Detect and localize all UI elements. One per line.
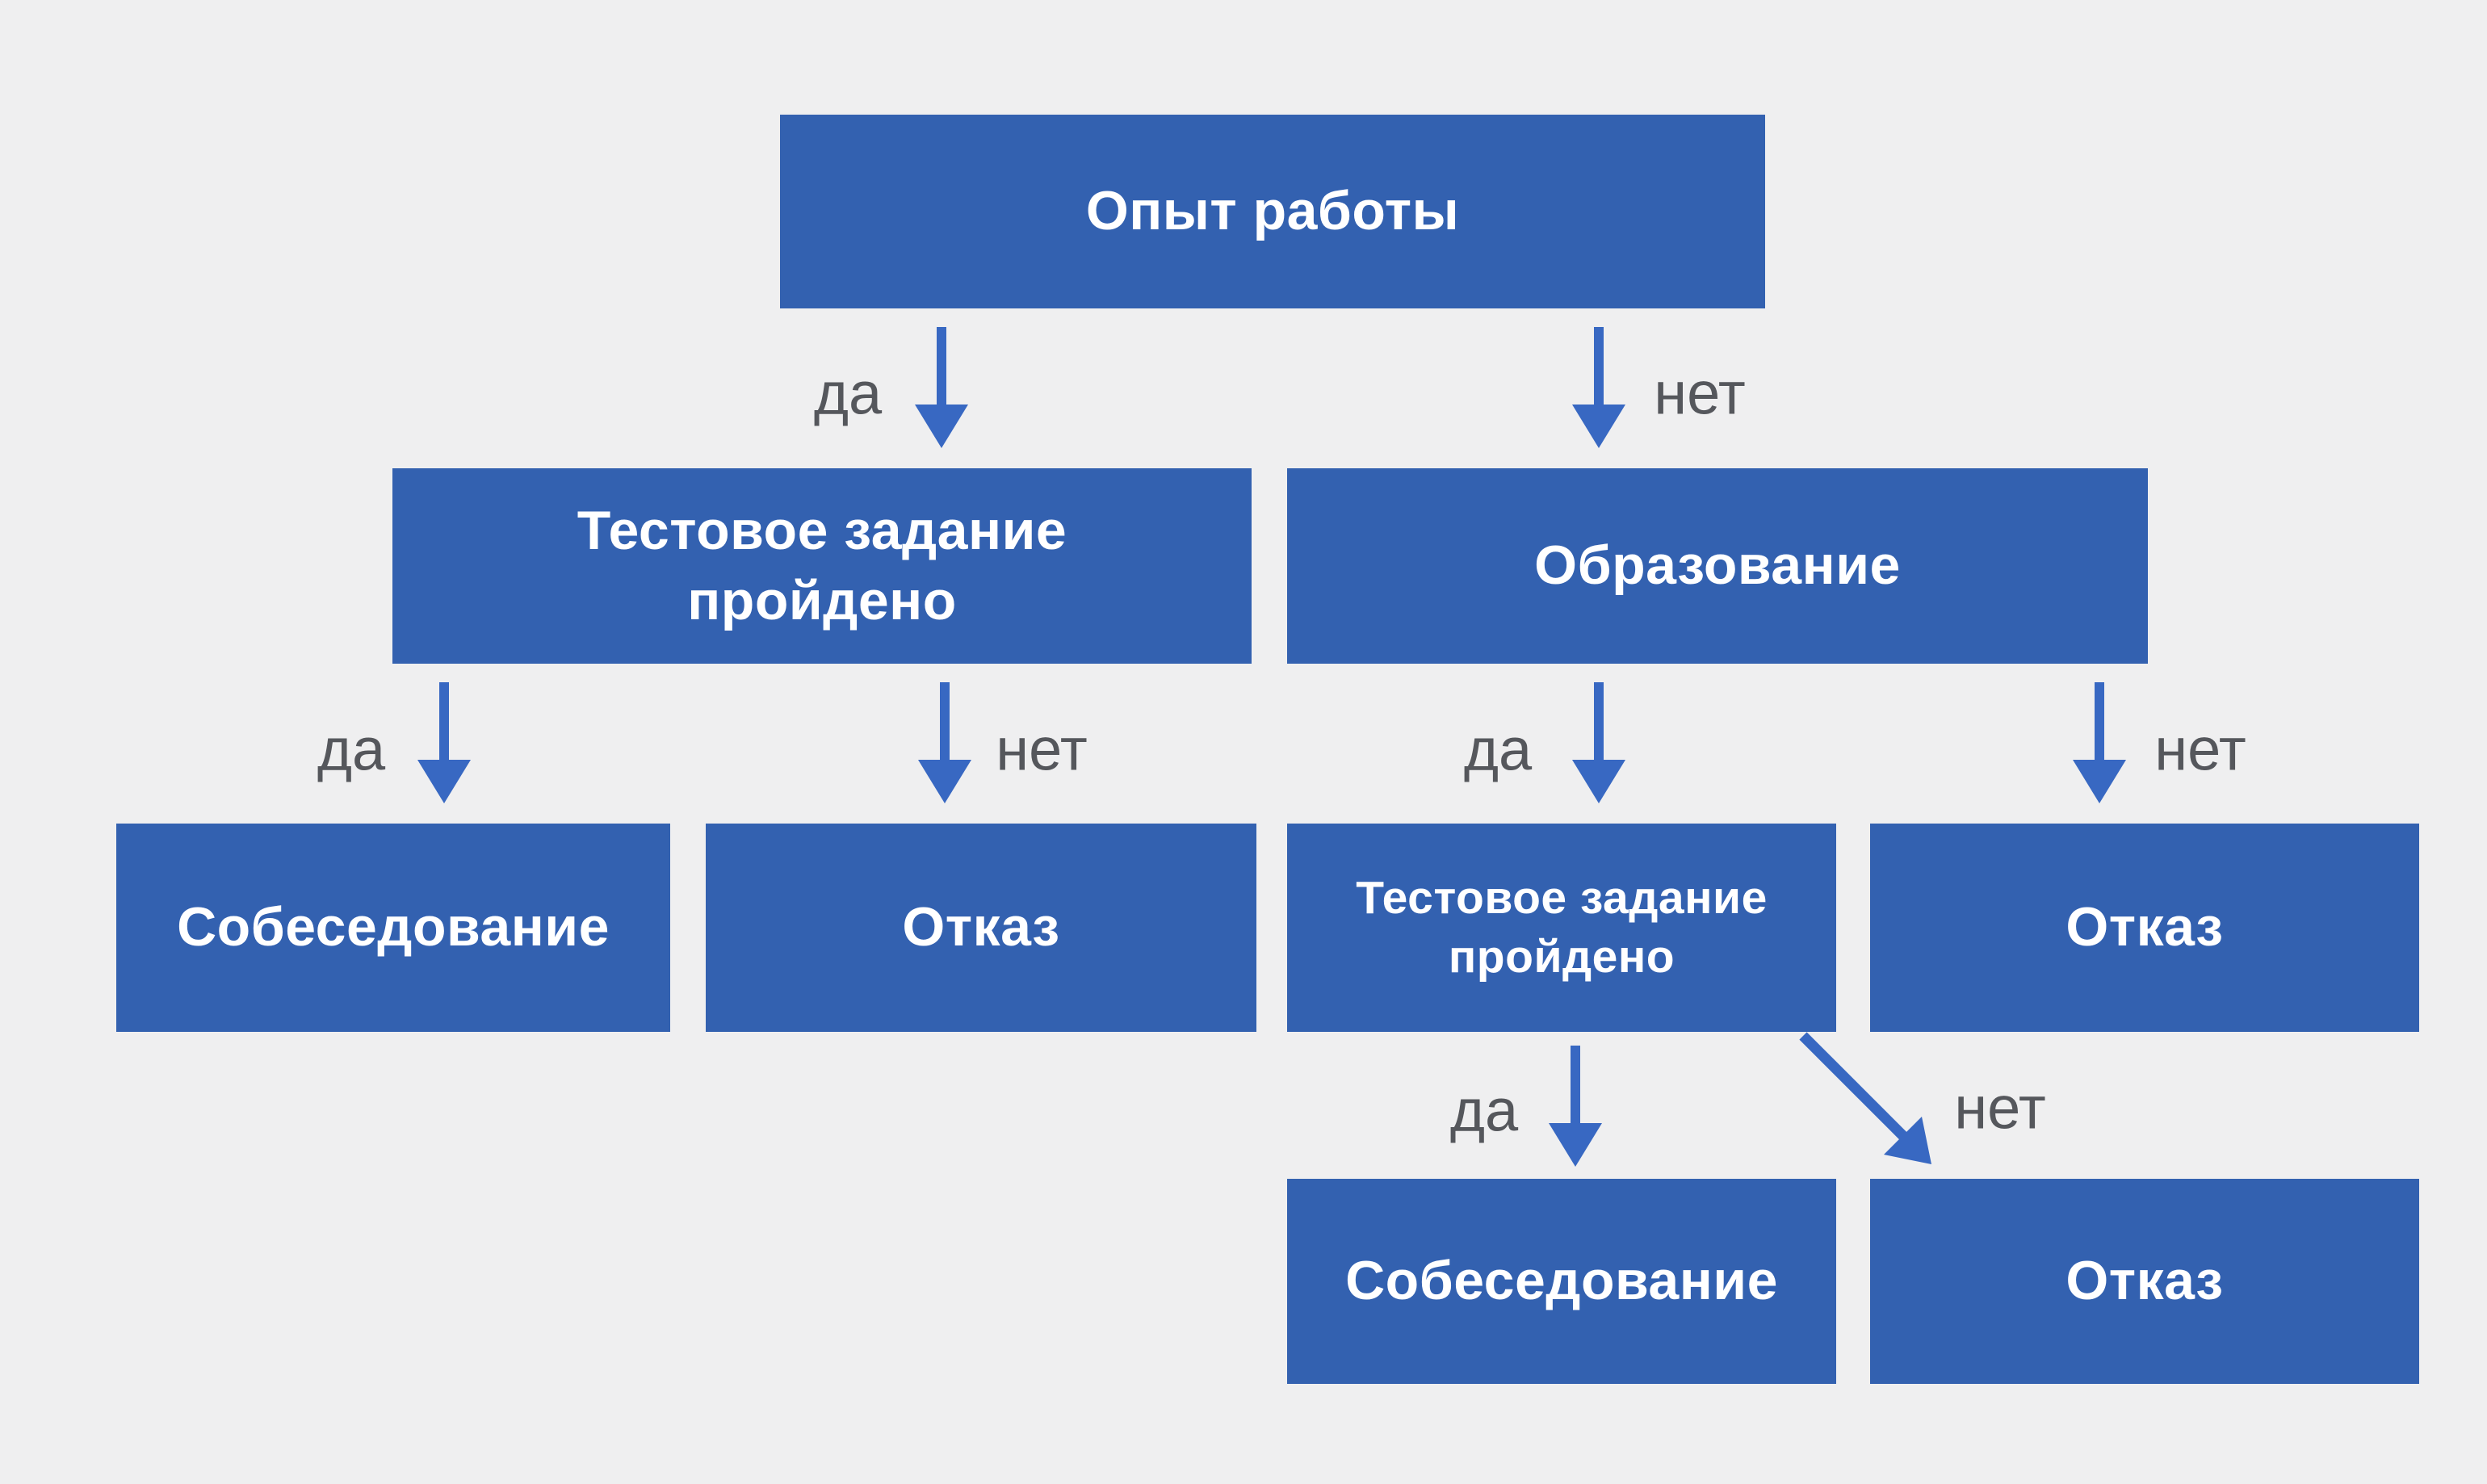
node-rejection-1: Отказ: [706, 824, 1256, 1032]
node-interview-2: Собеседование: [1287, 1179, 1836, 1384]
edge-label-no: нет: [1654, 359, 1746, 427]
arrow-down-icon: [2073, 682, 2126, 803]
node-education: Образование: [1287, 468, 2148, 664]
edge-label-yes: да: [317, 715, 386, 783]
node-test-task-passed-2: Тестовое задание пройдено: [1287, 824, 1836, 1032]
node-interview-1: Собеседование: [116, 824, 670, 1032]
arrow-diagonal-down-right-icon: [1799, 1032, 1931, 1164]
edge-label-yes: да: [813, 359, 883, 427]
edge-label-yes: да: [1449, 1076, 1519, 1144]
arrow-down-icon: [417, 682, 471, 803]
edge-label-yes: да: [1463, 715, 1533, 783]
edge-label-no: нет: [2154, 715, 2246, 783]
node-test-task-passed-1: Тестовое задание пройдено: [392, 468, 1252, 664]
node-work-experience: Опыт работы: [780, 115, 1765, 308]
arrow-down-icon: [918, 682, 971, 803]
arrow-down-icon: [1572, 327, 1625, 448]
arrow-down-icon: [1572, 682, 1625, 803]
node-rejection-2: Отказ: [1870, 824, 2419, 1032]
edge-label-no: нет: [1954, 1074, 2046, 1142]
edge-label-no: нет: [996, 715, 1088, 783]
node-rejection-3: Отказ: [1870, 1179, 2419, 1384]
arrow-down-icon: [1549, 1046, 1602, 1167]
arrow-down-icon: [915, 327, 968, 448]
